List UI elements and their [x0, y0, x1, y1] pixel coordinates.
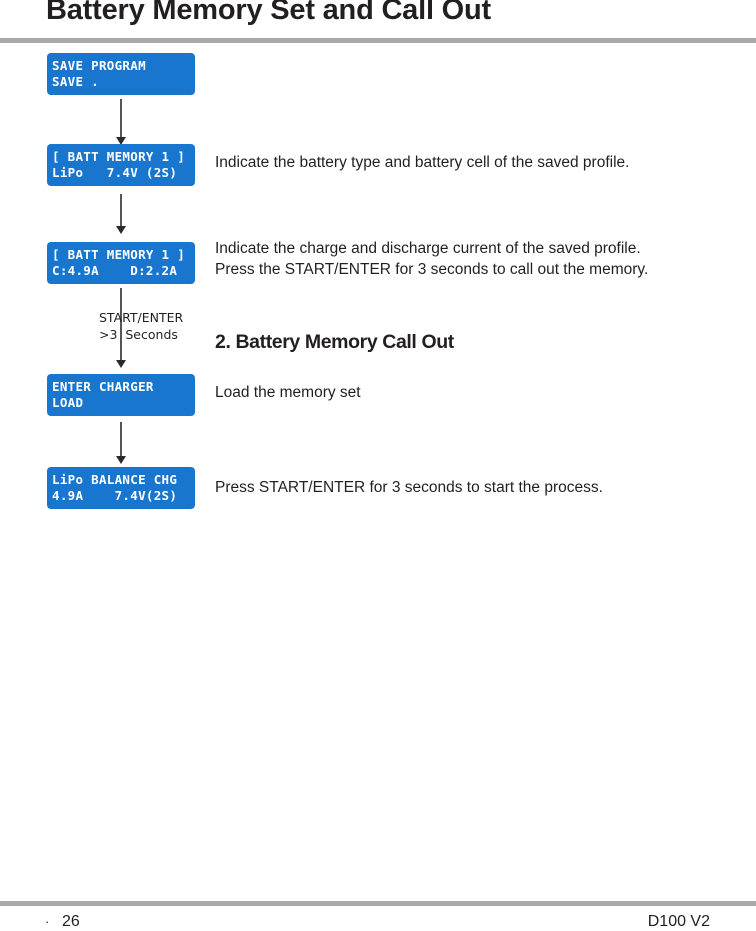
- page-title: Battery Memory Set and Call Out: [46, 0, 492, 26]
- section-heading: 2. Battery Memory Call Out: [215, 331, 454, 353]
- lcd-screen-batt-memory-current: [ BATT MEMORY 1 ] C:4.9A D:2.2A: [47, 242, 195, 284]
- lcd-screen-enter-charger: ENTER CHARGER LOAD: [47, 374, 195, 416]
- header-rule: [0, 38, 756, 43]
- page-number: 26: [62, 913, 80, 930]
- note-line-1: START/ENTER: [99, 310, 184, 325]
- model-label: D100 V2: [647, 913, 710, 930]
- note-line-2: >3 Seconds: [99, 327, 178, 342]
- description-start: Press START/ENTER for 3 seconds to start…: [215, 479, 603, 496]
- lcd-line-1: ENTER CHARGER: [52, 379, 154, 394]
- lcd-line-2: LiPo 7.4V (2S): [52, 165, 178, 180]
- down-arrow-icon: [116, 99, 126, 145]
- page-dot: ·: [45, 914, 50, 929]
- lcd-line-1: [ BATT MEMORY 1 ]: [52, 149, 186, 164]
- description-load: Load the memory set: [215, 384, 361, 401]
- down-arrow-icon: [116, 288, 126, 368]
- lcd-line-1: [ BATT MEMORY 1 ]: [52, 247, 186, 262]
- lcd-line-2: SAVE .: [52, 74, 99, 89]
- description-current-line-1: Indicate the charge and discharge curren…: [215, 240, 641, 257]
- lcd-line-2: C:4.9A D:2.2A: [52, 263, 178, 278]
- description-current-line-2: Press the START/ENTER for 3 seconds to c…: [215, 261, 649, 278]
- footer-rule: [0, 901, 756, 906]
- down-arrow-icon: [116, 194, 126, 234]
- start-enter-note: START/ENTER >3 Seconds: [99, 309, 183, 343]
- lcd-line-2: 4.9A 7.4V(2S): [52, 488, 178, 503]
- lcd-line-2: LOAD: [52, 395, 84, 410]
- lcd-screen-save-program: SAVE PROGRAM SAVE .: [47, 53, 195, 95]
- description-current: Indicate the charge and discharge curren…: [215, 238, 648, 280]
- lcd-screen-batt-memory-type: [ BATT MEMORY 1 ] LiPo 7.4V (2S): [47, 144, 195, 186]
- down-arrow-icon: [116, 422, 126, 464]
- description-battery-type: Indicate the battery type and battery ce…: [215, 154, 630, 171]
- lcd-line-1: SAVE PROGRAM: [52, 58, 146, 73]
- lcd-line-1: LiPo BALANCE CHG: [52, 472, 178, 487]
- lcd-screen-balance-charge: LiPo BALANCE CHG 4.9A 7.4V(2S): [47, 467, 195, 509]
